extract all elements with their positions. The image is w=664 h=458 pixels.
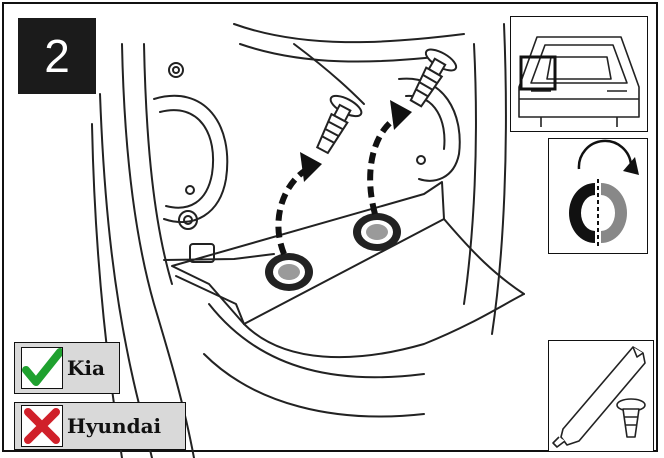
clip-hole-left (265, 253, 313, 291)
tool-inset (548, 340, 654, 452)
rotate-direction-inset (548, 138, 648, 254)
vehicle-rear-location-icon (518, 36, 640, 127)
compatible-vehicle-label: Kia (67, 356, 105, 380)
removal-arrow-right (367, 115, 398, 215)
clip-hole-right (353, 213, 401, 251)
step-number: 2 (18, 18, 96, 94)
push-clip-left (315, 94, 363, 155)
trunk-trim-illustration (91, 23, 525, 458)
incompatible-vehicle-badge: Hyundai (14, 402, 186, 450)
arrow-head-right (390, 100, 412, 130)
arrow-head-left (300, 152, 322, 182)
push-clip-right (409, 48, 458, 108)
trim-removal-tool-icon (552, 346, 646, 448)
check-icon (21, 347, 64, 389)
removal-arrow-left (275, 167, 308, 256)
vehicle-location-inset (510, 16, 648, 132)
compatible-vehicle-badge: Kia (14, 342, 120, 394)
rotate-clip-icon (569, 139, 639, 247)
incompatible-vehicle-label: Hyundai (67, 414, 162, 438)
cross-icon (21, 405, 63, 447)
